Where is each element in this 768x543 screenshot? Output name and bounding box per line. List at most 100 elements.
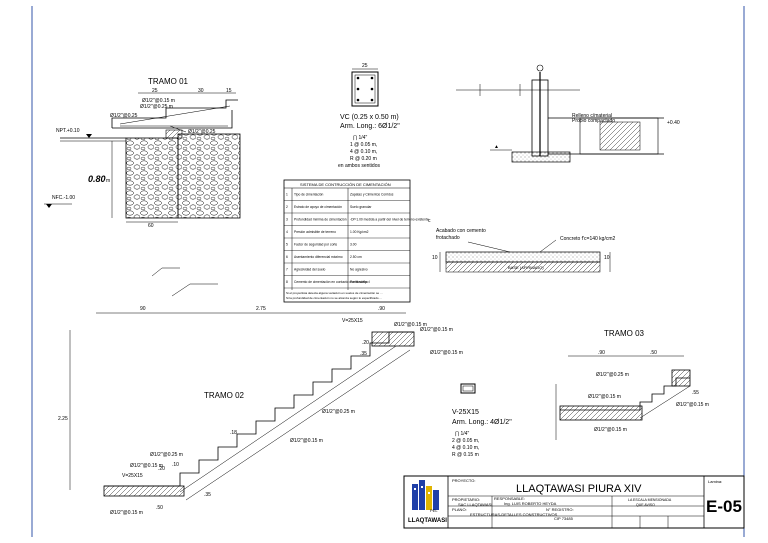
column-spacing-4: en ambos sentidos [338,163,380,169]
tramo01-depth: 0.80 [88,174,106,184]
tramo03-rebar-2: Ø1/2"@0.15 m [588,394,621,400]
table-cell-n: 7 [286,268,288,272]
beam-spacing-1: 2 @ 0.05 m, [452,438,479,444]
tramo02-rebar-6: Ø1/2"@0.25 m [150,452,183,458]
tramo02-detail: 90 2.75 .90 2.25 TRAMO 02 V=25X15 Ø1/2"@… [58,306,463,516]
detail-marker: ▲ [494,144,499,150]
tramo03-detail: TRAMO 03 .90 .50 .55 Ø1/2"@0.25 m Ø1/2"@… [555,329,709,440]
company-logo: PEL LLAQTAWASI [408,480,447,524]
table-note: Si la profundidad de cimentación no se a… [286,296,382,300]
tramo02-small-dim-3: .18 [230,430,237,436]
plano-label: PLANO: [452,507,467,512]
tramo02-dim-3: .90 [378,306,385,312]
detail-note-2: Propio compactado [572,118,615,124]
lamina-label: Lamina: [708,479,722,484]
tramo01-rebar-3: Ø1/2"@0.25 [110,113,138,119]
table-cell-a: Cemento de cimentación en contacto con e… [294,280,367,284]
table-cell-n: 8 [286,280,288,284]
table-cell-b: Suelo granular [350,205,372,209]
column-width-dim: 25 [362,63,368,69]
logo-sub: PEL [430,508,438,513]
chevron-mark-2 [171,283,218,297]
beam-arm: Arm. Long.: 4Ø1/2" [452,419,512,426]
plano: ESTRUCTURAS-DETALLES CONSTRUCTIVOS [470,512,558,517]
responsable-label: RESPONSABLE: [494,496,525,501]
slab-fill: BASE (AFIRMADO) [508,265,544,270]
tramo02-rebar-8: Ø1/2"@0.15 m [110,510,143,516]
project-name: LLAQTAWASI PIURA XIV [516,483,642,495]
table-cell-n: 5 [286,243,288,247]
registro: CIP 73485 [554,516,574,521]
tramo02-small-dim-7: .50 [156,505,163,511]
propietario: SAC LLAQTAWASI [458,502,492,507]
tramo02-dim-1: 90 [140,306,146,312]
table-cell-a: Asentamiento diferencial máximo [294,255,343,259]
slab-dim-2: 10 [604,255,610,261]
table-cell-a: Estrato de apoyo de cimentación [294,205,342,209]
tramo02-rebar-1: Ø1/2"@0.15 m [394,322,427,328]
logo-text: LLAQTAWASI [408,518,447,524]
tramo02-small-dim-4: .20 [158,466,165,472]
column-spacing-1: 1 @ 0.05 m, [350,142,377,148]
retaining-detail: ▲ Relleno c/material Propio compactado +… [456,64,680,163]
tramo02-rebar-3: Ø1/2"@0.15 m [430,350,463,356]
column-arm: Arm. Long.: 6Ø1/2" [340,123,400,130]
detail-note-1: Relleno c/material [572,113,612,119]
slab-finish-2: frotachado [436,235,460,241]
tramo02-rebar-2: Ø1/2"@0.15 m [420,327,453,333]
table-cell-b: 1.00 Kg/cm2 [350,230,369,234]
chevron-mark-1 [151,267,180,277]
detail-level: +0.40 [667,120,680,126]
tramo02-small-dim-1: .20 [362,340,369,346]
tramo02-rebar-4: Ø1/2"@0.25 m [322,409,355,415]
tramo01-dim-2: 30 [198,88,204,94]
column-spacing-2: 4 @ 0.10 m, [350,149,377,155]
proyecto-label: PROYECTO: [452,478,476,483]
tramo02-beam: V=25X15 [342,318,363,324]
table-title: SISTEMA DE CONTRUCCIÓN DE CIMENTACIÓN [300,182,391,187]
beam-section: V-25X15 Arm. Long.: 4Ø1/2" ∏ 1/4" 2 @ 0.… [452,383,512,458]
table-cell-b: -Df=1.00 medida a partir del nivel de te… [350,218,429,222]
foundation-table: SISTEMA DE CONTRUCCIÓN DE CIMENTACIÓN [283,179,411,303]
slab-dim-1: 10 [432,255,438,261]
tramo03-rebar-1: Ø1/2"@0.25 m [596,372,629,378]
slab-finish: Acabado con cemento [436,228,486,234]
tramo02-small-dim-8: V=25X15 [122,473,143,479]
tramo01-npt: NPT.+0.10 [56,128,80,134]
column-stirrup: ∏ 1/4" [353,135,367,141]
table-cell-a: Profundidad mínima de cimentación [294,218,347,222]
note-right-2: QUE AVISO [636,503,655,507]
slab-label-c: c [428,218,431,224]
table-cell-a: Agresividad del suelo [294,268,326,272]
column-spacing-3: R @ 0.20 m [350,156,377,162]
table-cell-a: Factor de seguridad por corte [294,243,337,247]
tramo03-title: TRAMO 03 [604,329,645,338]
table-cell-n: 3 [286,218,288,222]
table-cell-b: Portland tipo I [350,280,370,284]
tramo01-rebar-1: Ø1/2"@0.15 m [142,98,175,104]
beam-stirrup: ∏ 1/4" [455,431,469,437]
table-note: Si el proyectista detecta alguna variaci… [286,291,383,295]
column-label: VC (0.25 x 0.50 m) [340,114,399,121]
table-cell-b: No agresivo [350,268,368,272]
note-right-1: LA ESCALA MENSIONADA [628,498,672,502]
tramo02-title: TRAMO 02 [204,391,245,400]
table-cell-b: 2.50 cm [350,255,362,259]
slab-detail: c Acabado con cemento frotachado Concret… [428,218,616,273]
tramo01-nfc: NFC.-1.00 [52,195,75,201]
table-cell-n: 2 [286,205,288,209]
tramo01-dim-3: 15 [226,88,232,94]
slab-concrete: Concreto f'c=140 kg/cm2 [560,236,616,242]
tramo01-rebar-4: Ø1/2"@0.25 [188,129,216,135]
table-cell-b: Zapatas y Cimientos Corridos [350,193,394,197]
beam-label: V-25X15 [452,409,479,416]
column-section: 25 VC (0.25 x 0.50 m) Arm. Long.: 6Ø1/2"… [338,63,400,169]
tramo01-depth-unit: m [106,178,110,184]
registro-label: N° REGISTRO: [546,507,574,512]
table-cell-b: 3.00 [350,243,357,247]
tramo03-dim-1: .90 [598,350,605,356]
sheet-number: E-05 [706,497,742,516]
tramo02-rebar-7: Ø1/2"@0.15 m [130,463,163,469]
